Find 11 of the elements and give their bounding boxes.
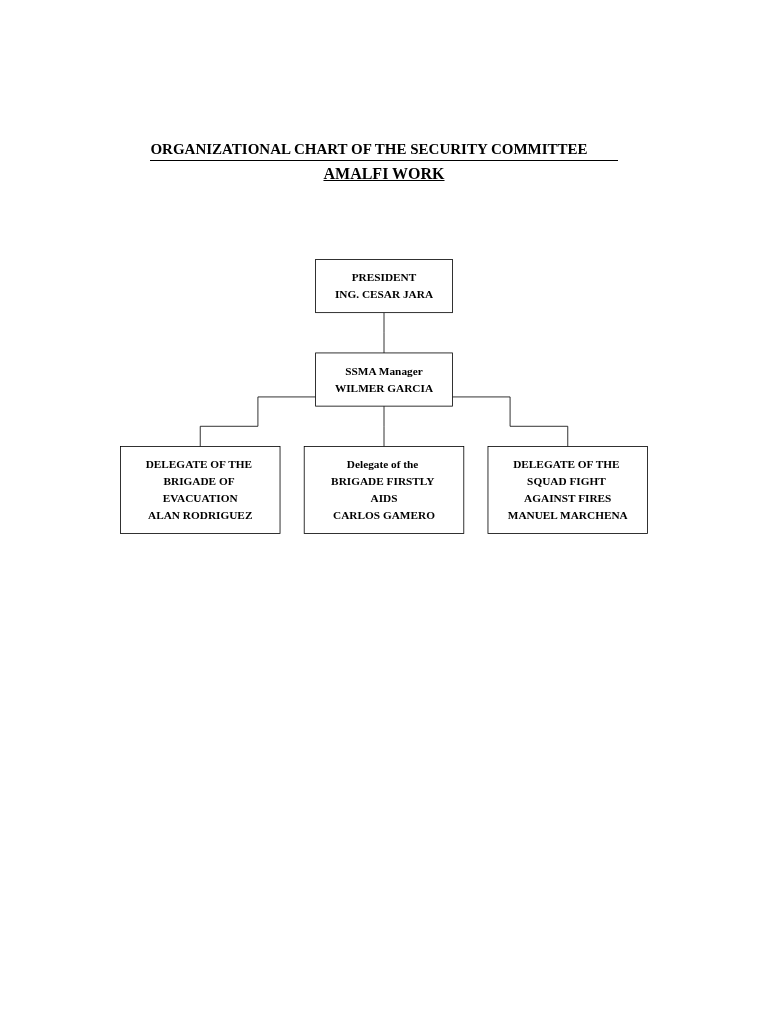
position-box: DELEGATE OF THE BRIGADE OF EVACUATION ALAN RODRIGUEZ bbox=[120, 446, 281, 534]
position-box: DELEGATE OF THE SQUAD FIGHT AGAINST FIRES MANUEL MARCHENA bbox=[487, 446, 648, 534]
connector-line bbox=[383, 405, 385, 447]
position-box: SSMA Manager WILMER GARCIA bbox=[315, 352, 453, 407]
connector-line bbox=[383, 312, 385, 354]
subtitle: AMALFI WORK bbox=[323, 165, 445, 183]
connector-line bbox=[199, 396, 316, 447]
connector-line bbox=[452, 396, 569, 447]
position-box: PRESIDENT ING. CESAR JARA bbox=[315, 259, 453, 314]
position-box: Delegate of the BRIGADE FIRSTLY AIDS CARLOS GAMERO bbox=[303, 446, 465, 534]
chart-title: ORGANIZATIONAL CHART OF THE SECURITY COMMITTEE bbox=[150, 141, 618, 161]
